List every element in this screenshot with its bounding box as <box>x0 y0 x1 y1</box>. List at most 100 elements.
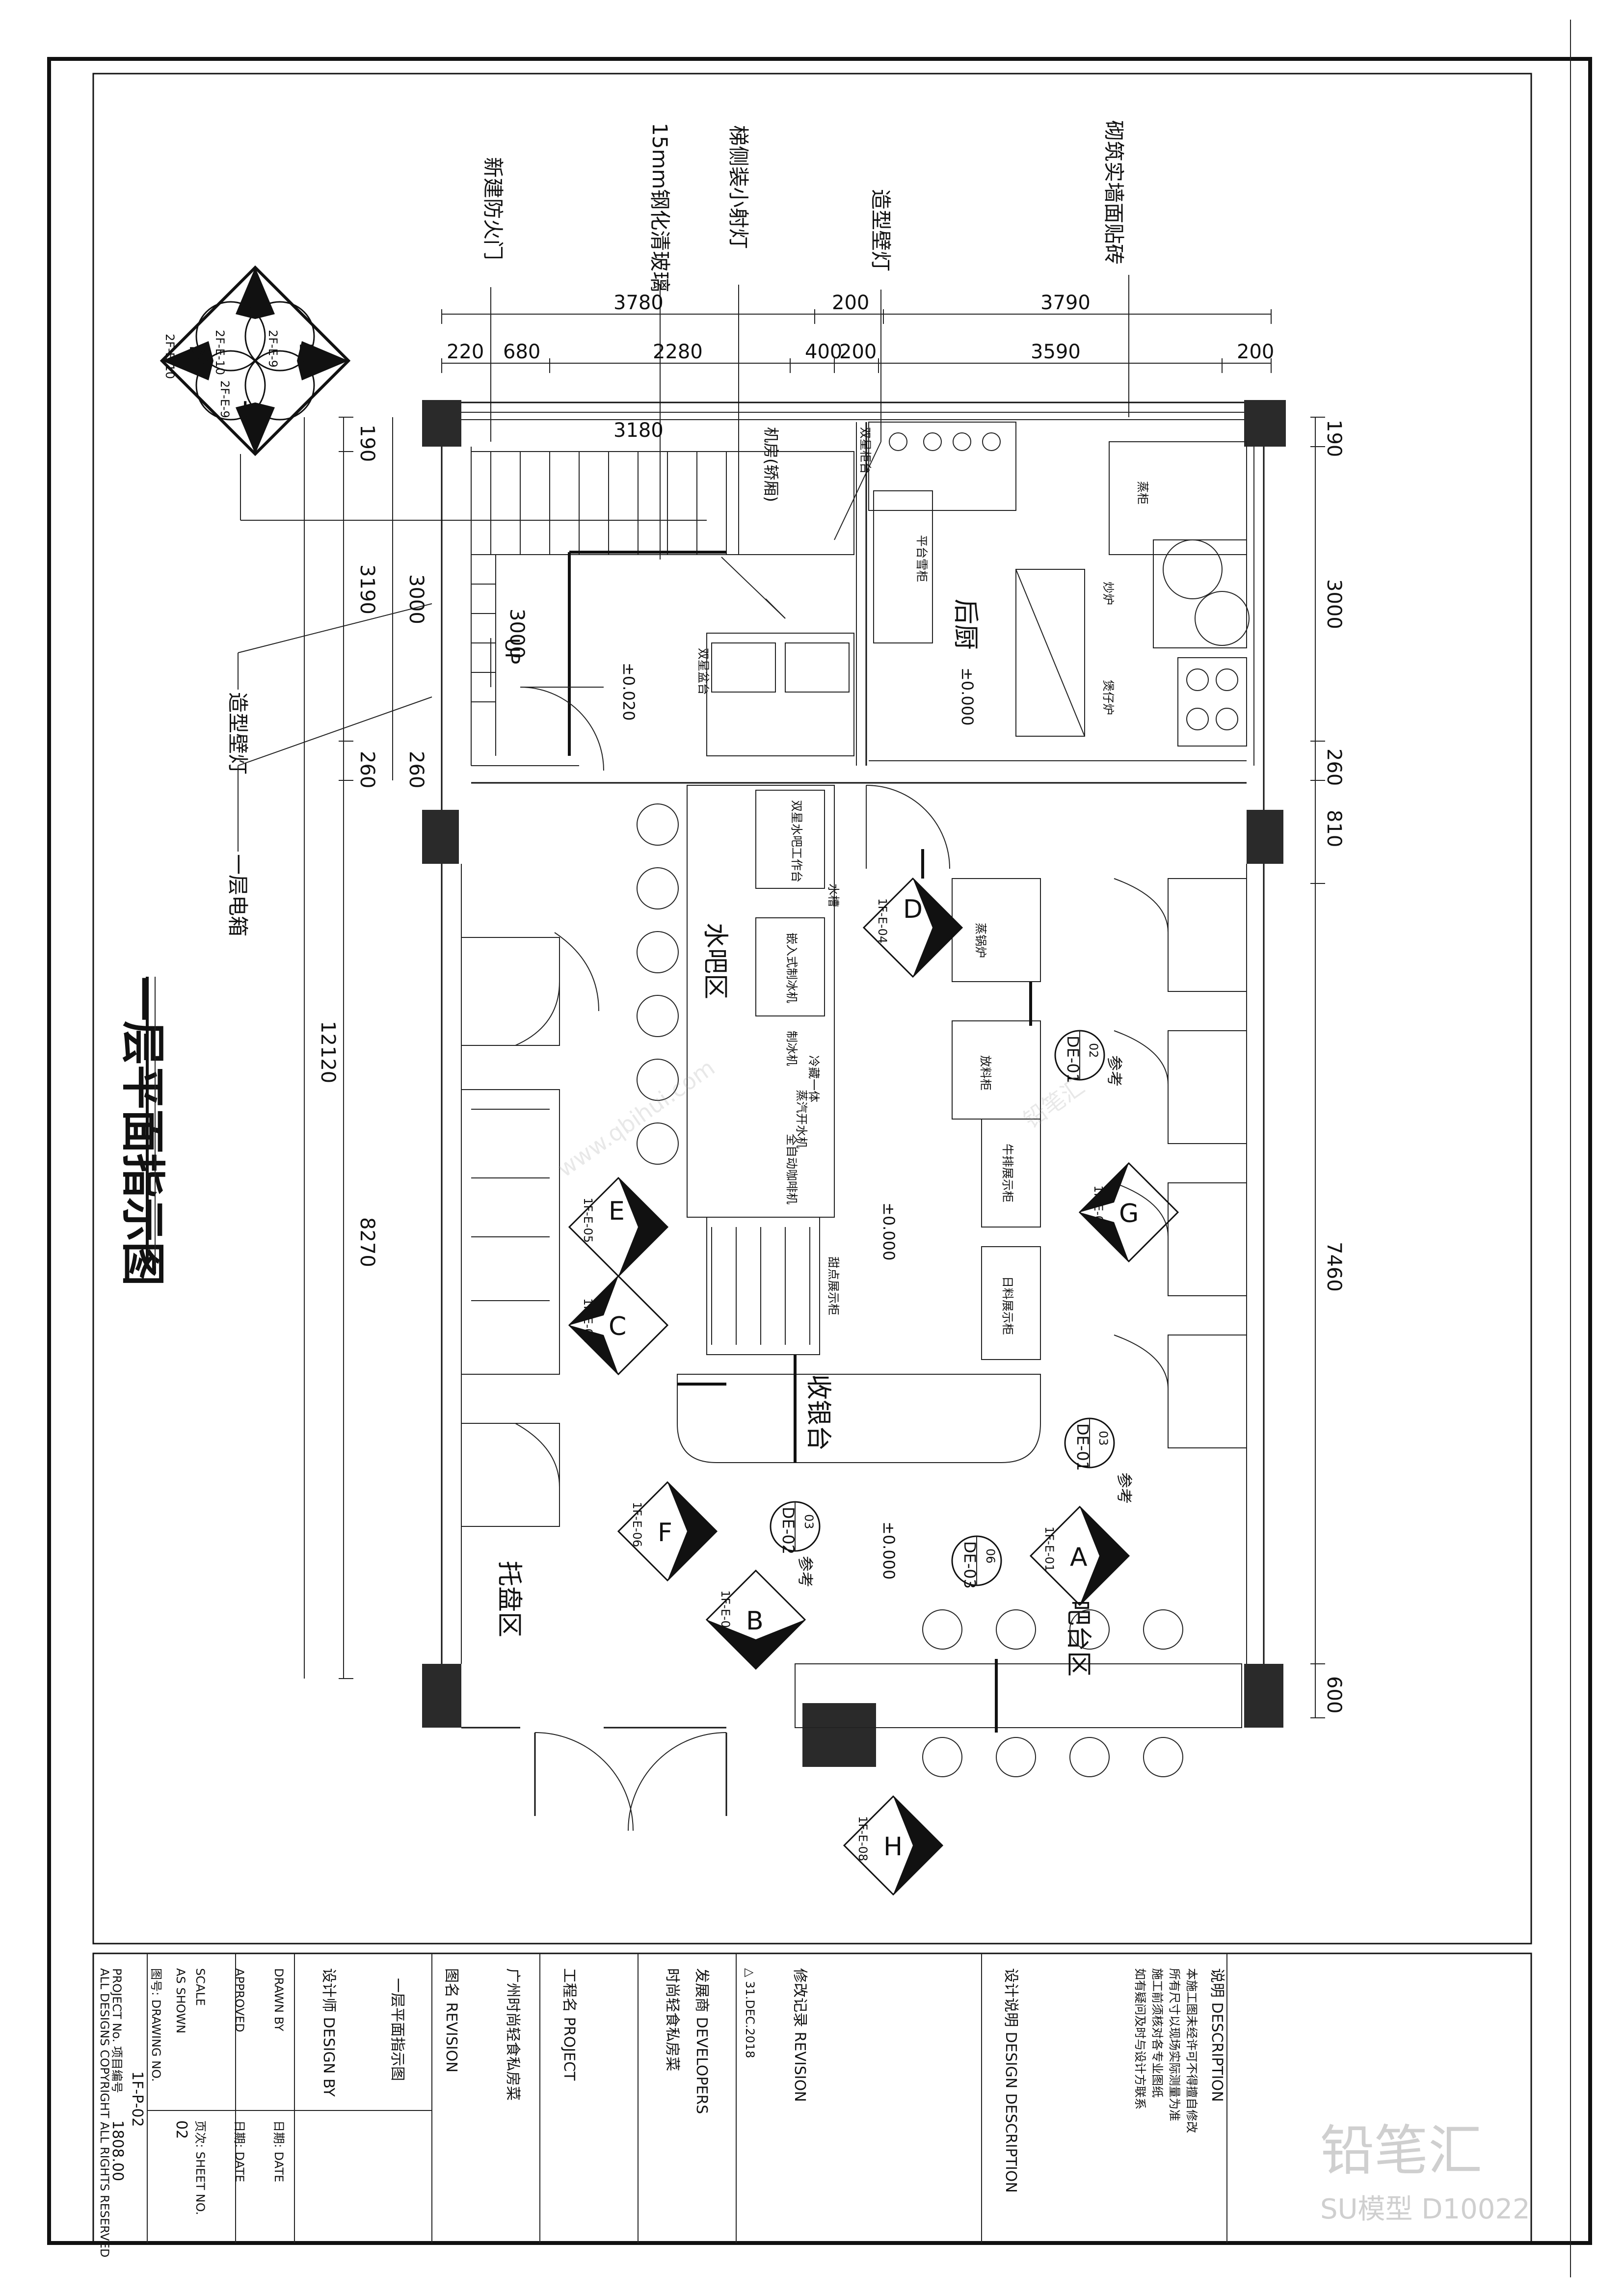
section-marker-f: F 1F-E-06 <box>617 1481 718 1582</box>
drawing-title: 一层平面指示图 <box>117 977 168 1286</box>
watermark-brand: 铅笔汇 <box>1018 1073 1089 1133</box>
top-dimensions: 3780 200 3790 220 680 2280 400 200 3590 … <box>441 292 1274 373</box>
detail-code-1: DE-01 <box>1064 1036 1082 1083</box>
dim-right-810: 810 <box>1323 810 1345 847</box>
annotation-electric-box: 一层电箱 <box>226 854 250 936</box>
tb-developer-label: 发展商 DEVELOPERS <box>693 1968 710 2114</box>
watermark-code: SU模型 D10022 <box>1320 2193 1530 2225</box>
bar-dessert-label: 甜点展示柜 <box>826 1256 840 1315</box>
compass-ref-2: 2F-E-9 <box>266 330 280 368</box>
dim-right-7460: 7460 <box>1323 1242 1345 1292</box>
bar-fridge-label: 冷藏一体 <box>807 1055 821 1102</box>
room-back-kitchen: 后厨 <box>951 599 980 650</box>
column-bottom-right <box>1244 1664 1283 1728</box>
section-marker-e: E 1F-E-05 <box>568 1176 669 1278</box>
dim-right-3000: 3000 <box>1323 579 1345 629</box>
compass-ref-4: 2F-E-9 <box>218 380 232 418</box>
section-letter-e: E <box>609 1197 625 1226</box>
detail-num-1: 02 <box>1087 1043 1100 1058</box>
annotation-glass: 15mm钢化清玻璃 <box>648 123 672 292</box>
compass-letter-k: K <box>297 340 315 370</box>
top-annotations: 新建防火门 15mm钢化清玻璃 梯侧装小射灯 造型壁灯 砌筑实墙面贴砖 <box>481 120 1129 560</box>
annotation-stair-light: 梯侧装小射灯 <box>726 125 750 249</box>
kitchen-steamer-label: 蒸柜 <box>1136 481 1149 505</box>
detail-code-4: DE-03 <box>960 1541 979 1589</box>
section-marker-c: C 1F-E-03 <box>568 1275 669 1376</box>
outer-border <box>47 57 1592 2245</box>
dim-left-190: 190 <box>356 425 378 462</box>
section-letter-h: H <box>883 1832 903 1862</box>
room-tray-area: 托盘区 <box>494 1561 524 1637</box>
section-ref-h: 1F-E-08 <box>856 1816 870 1861</box>
detail-references: 02 DE-01 参考 03 DE-01 参考 03 DE-02 参考 06 D… <box>770 1030 1134 1589</box>
level-kitchen: ±0.000 <box>958 667 977 725</box>
annotation-wall-lamp-left: 造型壁灯 <box>226 692 250 774</box>
detail-note-2: 参考 <box>1115 1472 1134 1504</box>
compass-ref-3: 2F-E-10 <box>163 334 177 379</box>
inner-border <box>92 73 1532 1945</box>
detail-ref-1: 02 DE-01 参考 <box>1054 1030 1124 1087</box>
dim-left-260b: 260 <box>405 751 427 788</box>
drawing-title-text: 一层平面指示图 <box>117 977 168 1286</box>
tb-description-line-2: 所有尺寸以现场实际测量为准 <box>1168 1968 1181 2121</box>
room-bar-area: 吧台区 <box>1064 1600 1093 1677</box>
display-counters: 蒸锅炉 放料柜 牛排展示柜 日料展示柜 <box>921 849 1041 1360</box>
dim-left-8270: 8270 <box>356 1217 378 1267</box>
booth-seating <box>461 878 1247 1527</box>
kitchen-wok-label: 炒炉 <box>1101 582 1115 605</box>
tb-copyright: ALL DESIGNS COPYRIGHT ALL RIGHTS RESERVE… <box>98 1968 111 2257</box>
dim-top-2280: 2280 <box>653 341 703 363</box>
tb-revision-mark: △ 31.DEC.2018 <box>743 1968 757 2058</box>
compass-ref-1: 2F-E-10 <box>213 330 227 375</box>
tb-designer-label: 设计师 DESIGN BY <box>320 1968 337 2097</box>
tb-description-line-1: 本施工图未经许可不得擅自修改 <box>1185 1968 1198 2133</box>
dim-top-3590: 3590 <box>1031 341 1081 363</box>
tb-sheet-label: 页次: SHEET NO. <box>193 2120 207 2215</box>
left-dimensions: 190 3190 3000 260 12120 8270 260 <box>304 417 427 1679</box>
tb-drawing-label: 图名 REVISION <box>443 1968 460 2073</box>
dim-top-680: 680 <box>503 341 540 363</box>
compass-letter-l: L <box>241 397 256 426</box>
annotation-tile-wall: 砌筑实墙面贴砖 <box>1102 120 1126 265</box>
detail-num-4: 06 <box>984 1548 997 1564</box>
dim-left-3190: 3190 <box>356 564 378 614</box>
dim-left-12120: 12120 <box>317 1021 339 1083</box>
column-bottom-left <box>422 1664 461 1728</box>
tb-scale-label: SCALE <box>193 1968 207 2006</box>
section-ref-a: 1F-E-01 <box>1042 1526 1056 1572</box>
stair-up-label: UP <box>501 638 523 664</box>
column-top-left <box>422 400 461 447</box>
dim-top-200b: 200 <box>839 341 877 363</box>
section-letter-c: C <box>609 1312 626 1341</box>
dim-top-200: 200 <box>832 292 869 314</box>
annotation-wall-lamp-top: 造型壁灯 <box>869 189 893 271</box>
lobby-basin-label: 双星盆台 <box>696 648 710 695</box>
tb-project-label: 工程名 PROJECT <box>560 1968 578 2081</box>
dim-left-260: 260 <box>356 751 378 788</box>
section-letter-a: A <box>1070 1543 1088 1572</box>
stair-lobby: 双星盆台 ±0.020 <box>520 633 854 771</box>
bar-coffee-label: 全自动咖啡机 <box>785 1134 799 1204</box>
tb-developer: 时尚轻食私房菜 <box>664 1968 681 2071</box>
annotation-fire-door: 新建防火门 <box>481 157 505 260</box>
dim-right-260: 260 <box>1323 748 1345 786</box>
dim-right-600: 600 <box>1323 1676 1345 1713</box>
section-marker-a: A 1F-E-01 <box>1029 1505 1130 1606</box>
dim-right-190: 190 <box>1323 420 1345 457</box>
compass-index: N K M L 2F-E-10 2F-E-9 2F-E-10 2F-E-9 <box>160 265 707 521</box>
watermark-brand-large: 铅笔汇 <box>1320 2119 1482 2182</box>
tb-project-no-label: PROJECT No. 项目编号 <box>110 1968 124 2093</box>
tb-approved-label: APPROVED <box>233 1968 246 2032</box>
watermark-url: www.qbihui.com <box>552 1054 719 1182</box>
detail-ref-2: 03 DE-01 参考 <box>1064 1417 1134 1504</box>
tb-drawn-label: DRAWN BY <box>272 1968 286 2031</box>
display-steak-label: 牛排展示柜 <box>1001 1144 1014 1202</box>
column-mid-left <box>422 810 459 864</box>
section-letter-g: G <box>1119 1199 1139 1228</box>
detail-ref-3: 03 DE-02 参考 <box>770 1501 821 1587</box>
display-boiler-label: 蒸锅炉 <box>974 923 987 958</box>
tb-description-line-4: 如有疑问及时与设计方联系 <box>1133 1968 1147 2109</box>
dim-stair-3000: 3000 <box>506 609 528 659</box>
detail-note-1: 参考 <box>1105 1055 1124 1087</box>
